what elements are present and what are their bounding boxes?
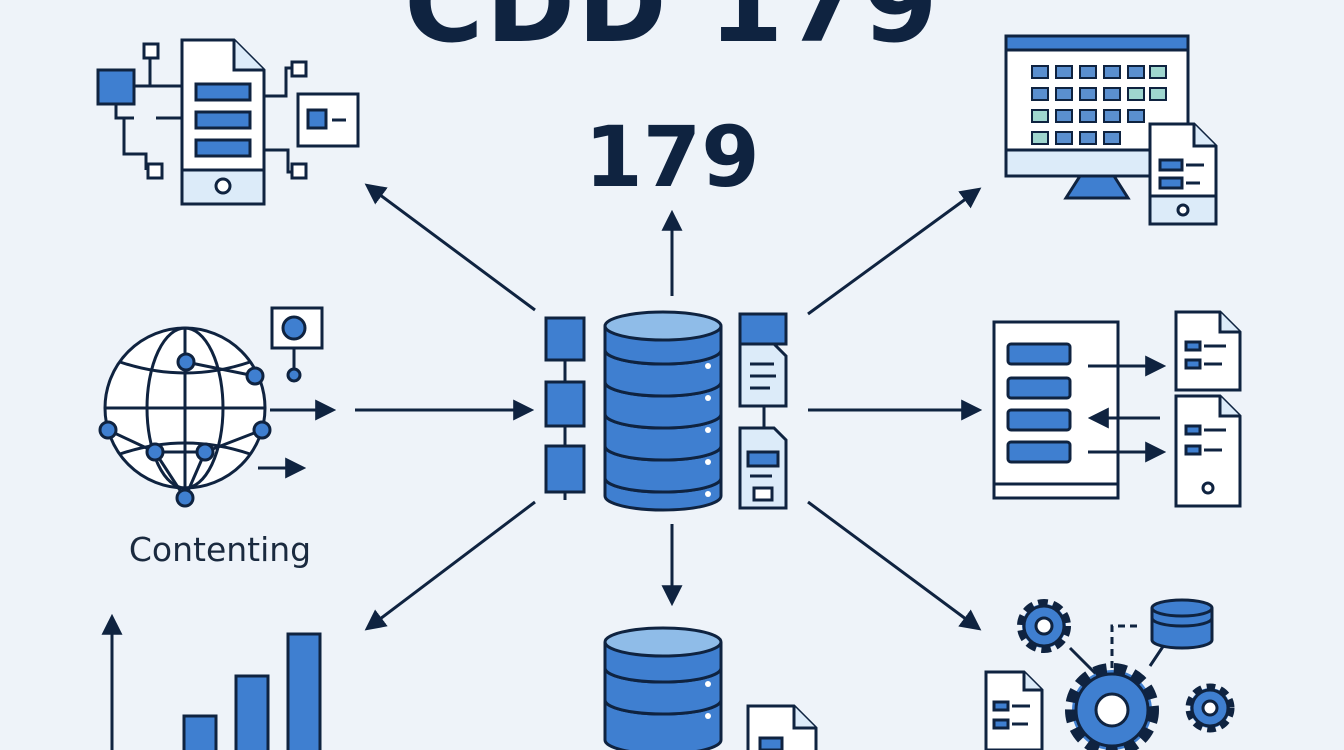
- document-pair-icon: [738, 312, 788, 510]
- block-chain-icon: [544, 316, 586, 500]
- arrow-to-top-left: [364, 183, 536, 312]
- connector-arrows: [355, 183, 983, 631]
- arrow-to-bottom-left: [364, 500, 536, 631]
- database-document-icon: [603, 626, 818, 750]
- calendar-grid: [1031, 65, 1167, 145]
- page-title: CDD 179: [404, 0, 940, 67]
- database-hub: [544, 310, 788, 512]
- right-gear-icon: [1185, 683, 1235, 733]
- large-gear-icon: [1065, 663, 1159, 750]
- gear-database-icon: [984, 598, 1235, 750]
- globe-caption: Contenting: [128, 530, 312, 569]
- bar-chart-icon: [101, 613, 322, 750]
- server-rack-files-icon: [992, 310, 1242, 508]
- small-gear-icon: [1017, 599, 1071, 653]
- subtitle-number: 179: [584, 108, 760, 206]
- arrow-to-top-right: [807, 187, 982, 316]
- monitor-calendar-icon: [1004, 34, 1218, 226]
- globe-network-icon: [98, 306, 337, 508]
- document-network-icon: [96, 38, 360, 206]
- database-stack-icon: [603, 310, 723, 512]
- arrow-to-bottom-right: [807, 500, 982, 631]
